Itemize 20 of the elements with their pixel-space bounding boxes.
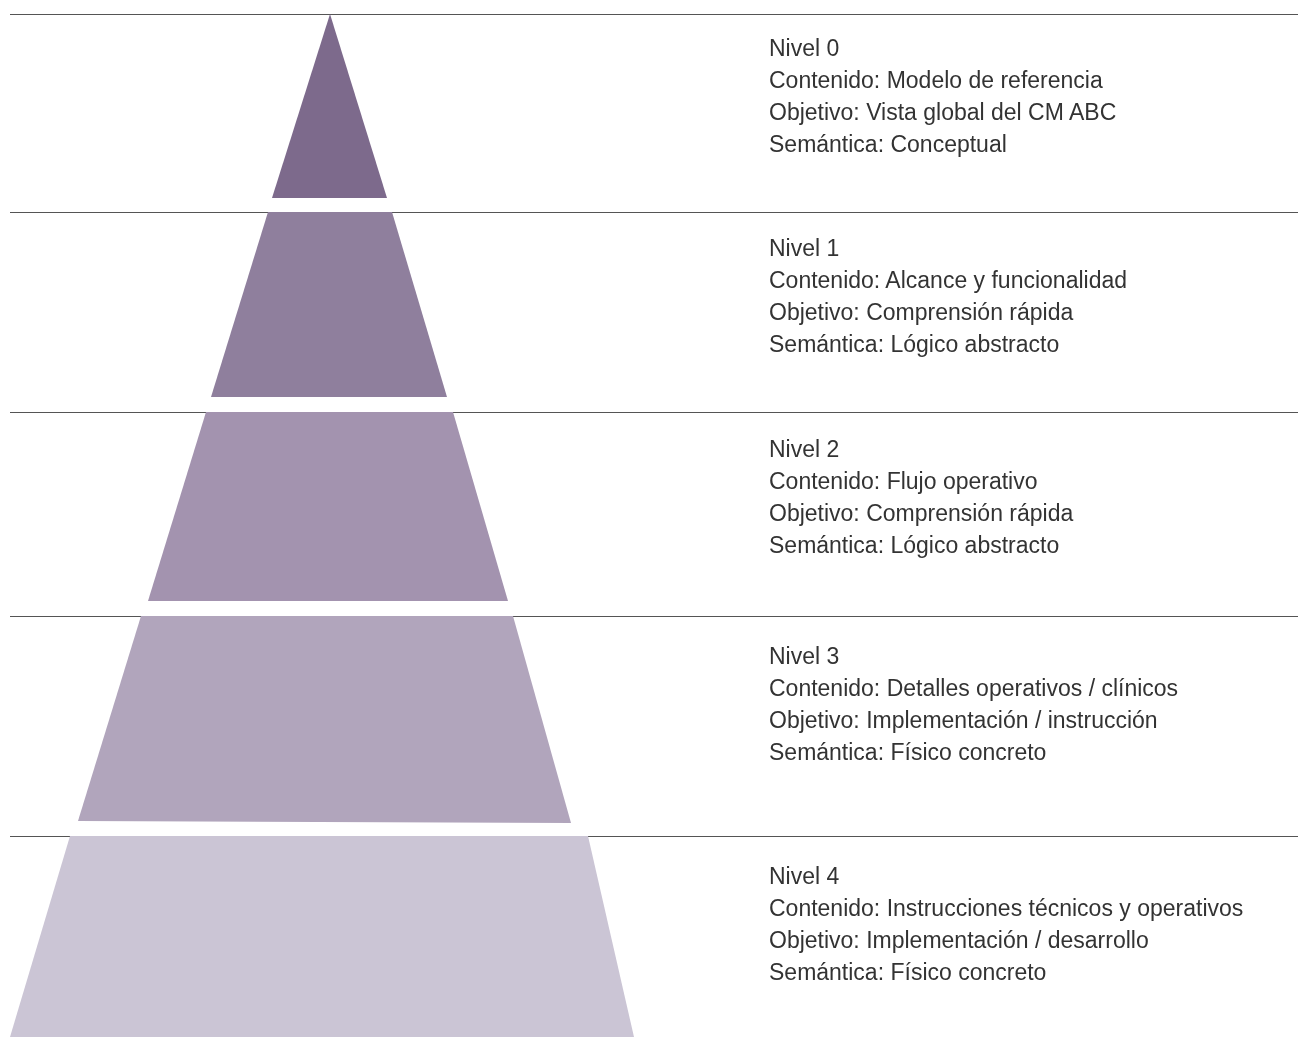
level-description: Semántica: Lógico abstracto [769, 330, 1061, 359]
level-heading: Nivel 1 [769, 234, 841, 263]
level-description: Semántica: Físico concreto [769, 738, 1048, 767]
level-description: Objetivo: Comprensión rápida [769, 298, 1075, 327]
level-description: Semántica: Conceptual [769, 130, 1008, 159]
level-description: Objetivo: Comprensión rápida [769, 499, 1074, 528]
level-description: Objetivo: Implementación / instrucción [769, 706, 1159, 735]
level-heading: Nivel 4 [769, 862, 841, 891]
level-description: Contenido: Detalles operativos / clínicos [769, 674, 1179, 703]
level-description: Semántica: Físico concreto [769, 958, 1048, 987]
level-heading: Nivel 3 [769, 642, 841, 671]
level-description: Contenido: Flujo operativo [769, 467, 1039, 496]
level-description: Semántica: Lógico abstracto [769, 531, 1061, 560]
level-description: Objetivo: Implementación / desarrollo [769, 926, 1150, 955]
level-heading: Nivel 2 [769, 435, 841, 464]
level-description: Objetivo: Vista global del CM ABC [769, 98, 1117, 127]
level-description: Contenido: Modelo de referencia [769, 66, 1104, 95]
level-description: Contenido: Alcance y funcionalidad [769, 266, 1128, 295]
level-description: Contenido: Instrucciones técnicos y operativos [769, 894, 1244, 923]
level-heading: Nivel 0 [769, 34, 841, 63]
